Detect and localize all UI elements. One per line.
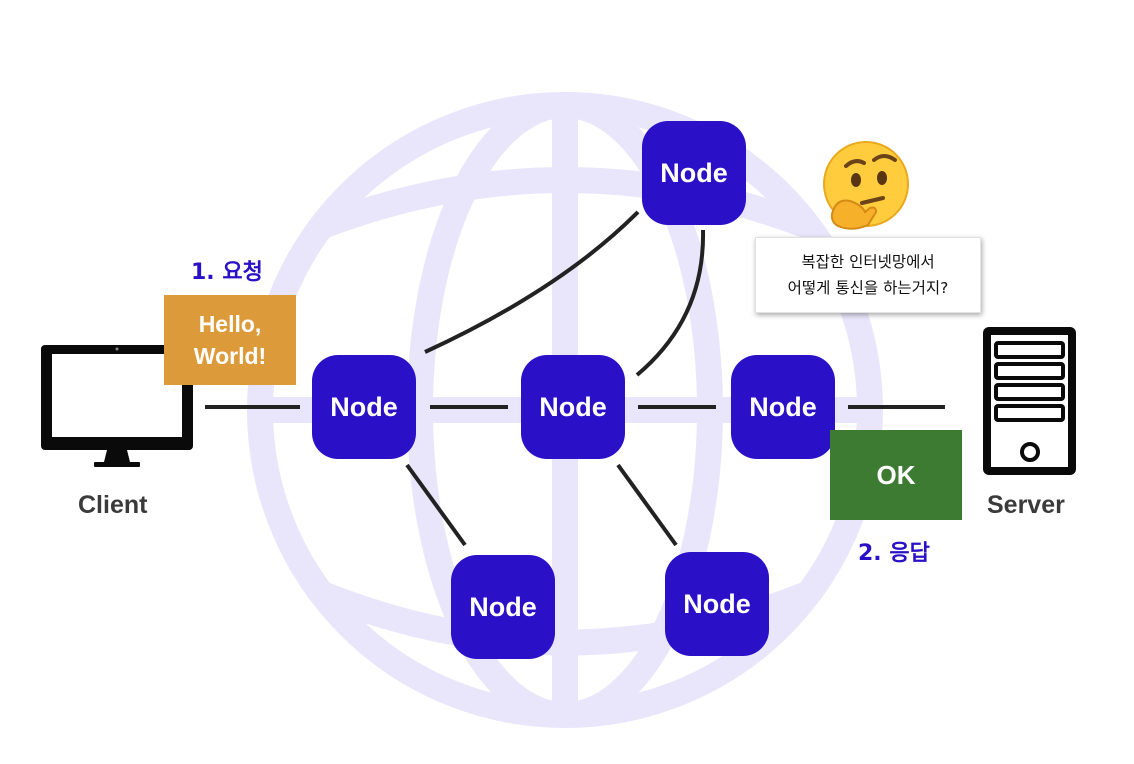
response-message-box: OK <box>830 430 962 520</box>
request-message-line2: World! <box>193 343 267 369</box>
question-line2: 어떻게 통신을 하는거지? <box>787 279 949 297</box>
question-callout: 복잡한 인터넷망에서 어떻게 통신을 하는거지? <box>755 237 981 313</box>
request-message-line1: Hello, <box>198 311 262 337</box>
connector-node-center-top <box>635 229 706 377</box>
server-icon <box>983 327 1076 475</box>
thinking-face-emoji <box>823 141 909 230</box>
server-label: Server <box>987 491 1065 519</box>
connector-node-center-bottom <box>616 463 678 547</box>
monitor-icon <box>41 345 193 467</box>
question-line1: 복잡한 인터넷망에서 <box>801 253 935 271</box>
node-bottom-left: Node <box>451 555 555 659</box>
response-step-label: 2. 응답 <box>858 541 930 566</box>
connector-node-left-top <box>424 210 640 354</box>
node-center: Node <box>521 355 625 459</box>
client-label: Client <box>78 491 148 519</box>
connector-node-left-bottom <box>405 463 467 547</box>
node-top: Node <box>642 121 746 225</box>
node-left: Node <box>312 355 416 459</box>
node-right: Node <box>731 355 835 459</box>
node-bottom-right: Node <box>665 552 769 656</box>
request-message-box: Hello, World! <box>164 295 296 385</box>
request-step-label: 1. 요청 <box>191 260 263 285</box>
